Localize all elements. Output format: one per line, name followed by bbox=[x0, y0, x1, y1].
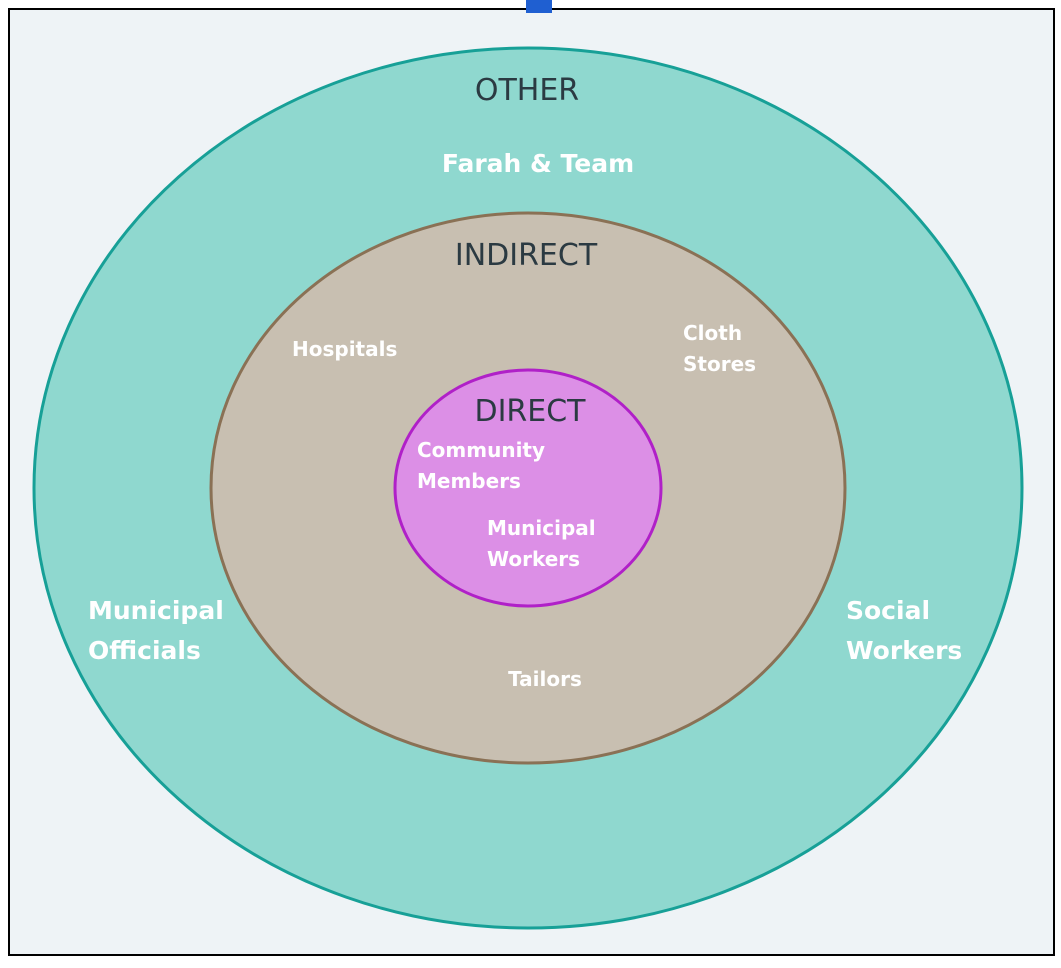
member-label-line: Municipal bbox=[88, 596, 224, 625]
ring-title-direct: DIRECT bbox=[474, 394, 586, 429]
member-label-line: Officials bbox=[88, 636, 201, 665]
member-label-line: Social bbox=[846, 596, 930, 625]
ring-direct bbox=[393, 368, 663, 608]
member-label-farah-team: Farah & Team bbox=[442, 149, 634, 178]
member-label-line: Workers bbox=[846, 636, 962, 665]
member-label-tailors: Tailors bbox=[508, 667, 582, 691]
member-label-line: Workers bbox=[487, 547, 580, 571]
member-label-line: Community bbox=[417, 438, 545, 462]
member-label-line: Cloth bbox=[683, 321, 742, 345]
member-label-line: Hospitals bbox=[292, 337, 397, 361]
ring-title-other: OTHER bbox=[475, 73, 579, 108]
member-label-line: Farah & Team bbox=[442, 149, 634, 178]
member-label-line: Tailors bbox=[508, 667, 582, 691]
ring-title-indirect: INDIRECT bbox=[455, 238, 598, 273]
member-label-line: Members bbox=[417, 469, 521, 493]
member-label-line: Stores bbox=[683, 352, 756, 376]
member-label-line: Municipal bbox=[487, 516, 596, 540]
member-label-hospitals: Hospitals bbox=[292, 337, 397, 361]
accent-tab bbox=[526, 0, 552, 13]
